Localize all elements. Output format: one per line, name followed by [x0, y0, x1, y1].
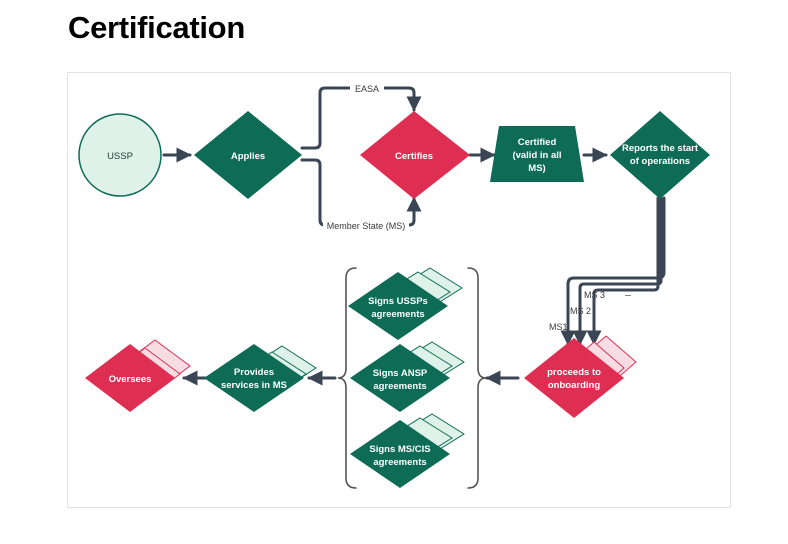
- onboarding-label-line-2: onboarding: [548, 380, 600, 391]
- arrow-reports-to-ms1: [560, 196, 666, 346]
- ms1-edge-label: MS1: [549, 322, 568, 332]
- ms2-edge-label: MS 2: [570, 306, 591, 316]
- agreements-brace-left: [337, 267, 357, 489]
- applies-node: [194, 111, 302, 199]
- stray-mark: [625, 295, 631, 296]
- signs-ms-node: [350, 420, 450, 488]
- member-state-edge-label: Member State (MS): [327, 221, 406, 231]
- ms3-edge-label: MS 3: [584, 290, 605, 300]
- arrow-applies-to-easa: [300, 86, 422, 150]
- arrow-reports-to-ms3: [586, 196, 660, 346]
- signs-ansp-node: [350, 344, 450, 412]
- diagram-frame: [67, 72, 731, 508]
- certifies-label: Certifies: [395, 151, 433, 162]
- signs-ansp-label-line-2: agreements: [373, 381, 426, 392]
- ussp-label: USSP: [107, 151, 133, 162]
- certifies-node: [360, 111, 470, 199]
- easa-label-bg: [350, 81, 384, 95]
- signs-ms-label-line-1: Signs MS/CIS: [369, 444, 430, 455]
- oversees-label: Oversees: [109, 374, 152, 385]
- applies-label: Applies: [231, 151, 265, 162]
- certified-label-line-3: MS): [528, 163, 545, 174]
- page-title: Certification: [68, 10, 245, 45]
- agreements-brace-right: [467, 267, 487, 489]
- oversees-node: [85, 344, 175, 412]
- signs-ms-label-line-2: agreements: [373, 457, 426, 468]
- onboarding-label-line-1: proceeds to: [547, 367, 601, 378]
- certified-label-line-1: Certified: [518, 137, 557, 148]
- member-state-label-bg: [323, 218, 409, 232]
- certified-node: [490, 126, 584, 182]
- signs-ussp-label-line-2: agreements: [371, 309, 424, 320]
- provides-node: [204, 344, 304, 412]
- reports-label-line-2: of operations: [630, 156, 690, 167]
- arrow-applies-to-member-state: [300, 158, 422, 227]
- reports-node: [610, 111, 710, 199]
- arrow-reports-to-ms2: [572, 196, 663, 346]
- certified-label-line-2: (valid in all: [512, 150, 561, 161]
- ussp-node: [78, 113, 162, 197]
- provides-label-line-1: Provides: [234, 367, 274, 378]
- signs-ussp-label-line-1: Signs USSPs: [368, 296, 428, 307]
- onboarding-node: [524, 338, 624, 418]
- easa-edge-label: EASA: [355, 84, 379, 94]
- reports-label-line-1: Reports the start: [622, 143, 699, 154]
- signs-ussp-node: [348, 272, 448, 340]
- signs-ansp-label-line-1: Signs ANSP: [373, 368, 428, 379]
- provides-label-line-2: services in MS: [221, 380, 287, 391]
